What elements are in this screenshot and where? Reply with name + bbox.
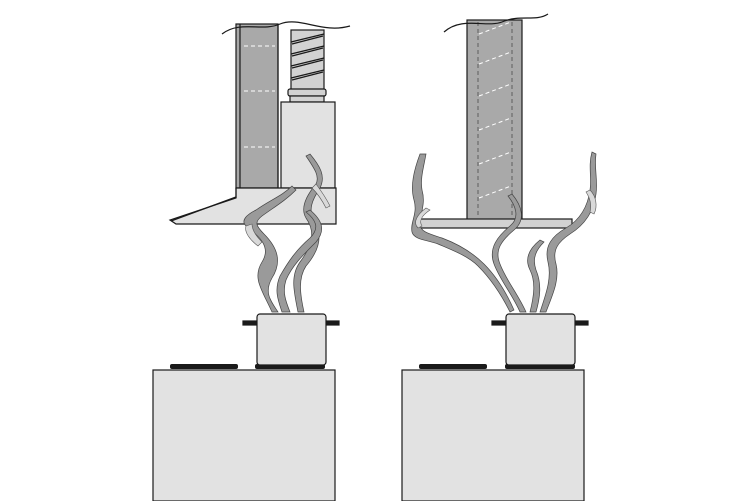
- right-burner-back: [419, 364, 487, 369]
- left-pot: [242, 313, 340, 366]
- left-hood-canopy: [168, 187, 337, 225]
- right-counter: [401, 369, 585, 501]
- left-counter: [152, 369, 336, 501]
- left-flex-duct: [287, 29, 327, 103]
- island-hood-panel: [401, 13, 597, 501]
- right-pot: [491, 313, 589, 366]
- wall-hood-panel: [152, 21, 351, 501]
- left-chimney-lower: [280, 101, 336, 189]
- right-chimney: [466, 19, 523, 221]
- left-burner-back: [170, 364, 238, 369]
- right-smoke: [411, 151, 597, 313]
- left-chimney-back: [235, 23, 279, 189]
- right-hood-canopy: [416, 218, 573, 229]
- left-smoke: [243, 153, 331, 313]
- right-ceiling-break: [443, 13, 549, 33]
- left-ceiling-break: [221, 21, 351, 35]
